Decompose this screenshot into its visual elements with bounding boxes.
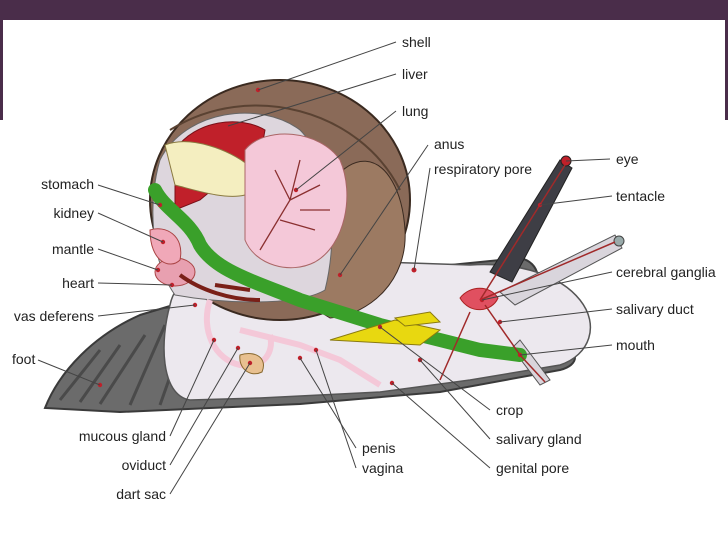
label-oviduct: oviduct bbox=[122, 457, 166, 473]
leader-lines bbox=[37, 41, 613, 495]
gut-tract bbox=[148, 183, 527, 362]
label-genital-pore: genital pore bbox=[496, 460, 569, 476]
label-penis: penis bbox=[362, 440, 395, 456]
label-anus: anus bbox=[434, 136, 464, 152]
label-mouth: mouth bbox=[616, 337, 655, 353]
label-tentacle: tentacle bbox=[616, 188, 665, 204]
label-vas-deferens: vas deferens bbox=[14, 308, 94, 324]
label-cerebral-ganglia: cerebral ganglia bbox=[616, 264, 716, 280]
label-foot: foot bbox=[12, 351, 35, 367]
salivary-gland-upper bbox=[393, 311, 442, 327]
aorta bbox=[178, 273, 261, 302]
label-salivary-duct: salivary duct bbox=[616, 301, 694, 317]
label-kidney: kidney bbox=[54, 205, 94, 221]
kidney-shape bbox=[149, 228, 182, 265]
salivary-gland bbox=[329, 319, 442, 346]
label-lung: lung bbox=[402, 103, 428, 119]
title-bar bbox=[0, 0, 728, 20]
label-heart: heart bbox=[62, 275, 94, 291]
lung-shape bbox=[244, 133, 348, 269]
foot-texture bbox=[58, 319, 192, 406]
label-mantle: mantle bbox=[52, 241, 94, 257]
lung-vessels bbox=[259, 159, 330, 251]
label-mucous-gland: mucous gland bbox=[79, 428, 166, 444]
frame-left-edge bbox=[0, 20, 3, 120]
label-salivary-gland: salivary gland bbox=[496, 431, 582, 447]
label-respiratory-pore: respiratory pore bbox=[434, 161, 532, 177]
lower-tentacle-tip bbox=[613, 235, 625, 247]
label-dart-sac: dart sac bbox=[116, 486, 166, 502]
label-eye: eye bbox=[616, 151, 639, 167]
label-crop: crop bbox=[496, 402, 523, 418]
frame-right-edge bbox=[725, 20, 728, 120]
nerves bbox=[439, 164, 616, 383]
label-vagina: vagina bbox=[362, 460, 403, 476]
reproductive-tract bbox=[203, 299, 382, 388]
label-stomach: stomach bbox=[41, 176, 94, 192]
label-liver: liver bbox=[402, 66, 428, 82]
label-shell: shell bbox=[402, 34, 431, 50]
cerebral-ganglia-shape bbox=[459, 287, 499, 311]
